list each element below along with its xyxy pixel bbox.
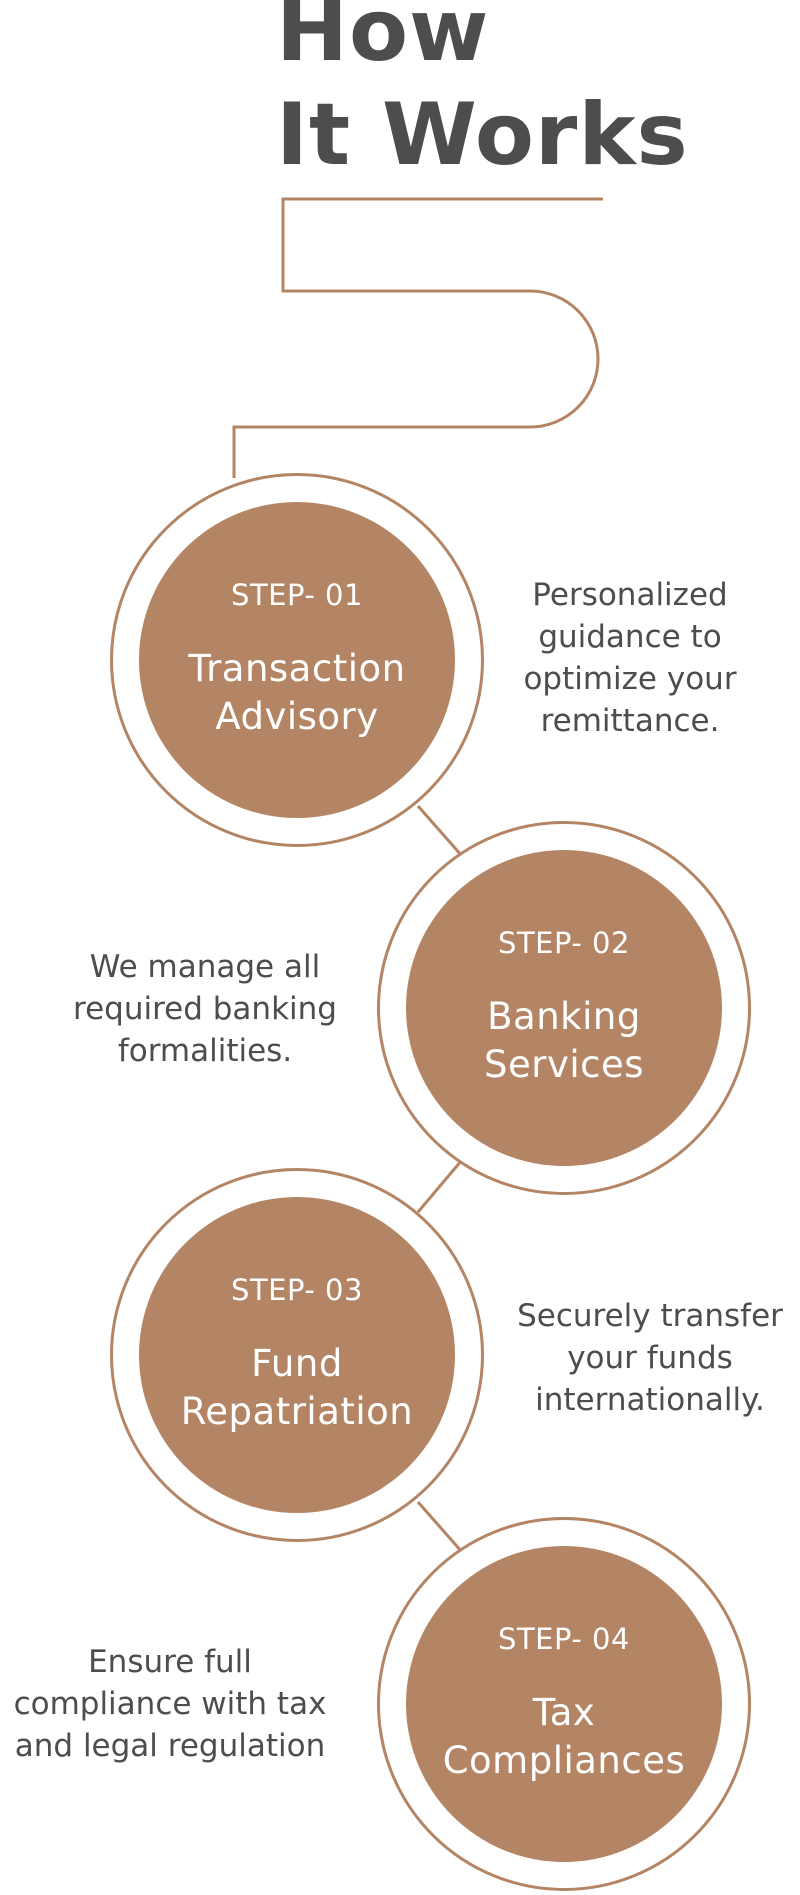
step-title-line: Compliances bbox=[442, 1739, 686, 1782]
description-line: internationally. bbox=[535, 1382, 765, 1418]
step-title: Banking Services bbox=[406, 993, 722, 1089]
step-number: STEP- 03 bbox=[231, 1273, 363, 1307]
description-line: your funds bbox=[567, 1340, 733, 1376]
step-description-3: Securely transfer your funds internation… bbox=[490, 1295, 800, 1421]
description-line: We manage all bbox=[89, 949, 321, 985]
step-title-line: Services bbox=[483, 1043, 645, 1086]
step-title-line: Fund bbox=[251, 1342, 343, 1385]
description-line: formalities. bbox=[117, 1033, 293, 1069]
step-title: Fund Repatriation bbox=[139, 1340, 455, 1436]
timeline-path bbox=[232, 197, 603, 478]
description-line: guidance to bbox=[538, 619, 722, 655]
description-line: optimize your bbox=[523, 661, 737, 697]
step-badge-4: STEP- 04 Tax Compliances bbox=[406, 1546, 722, 1862]
page-title-line-1: How bbox=[276, 0, 490, 81]
step-badge-1: STEP- 01 Transaction Advisory bbox=[139, 502, 455, 818]
step-circle-3: STEP- 03 Fund Repatriation bbox=[110, 1168, 484, 1542]
step-title: Transaction Advisory bbox=[139, 645, 455, 741]
step-circle-1: STEP- 01 Transaction Advisory bbox=[110, 473, 484, 847]
step-description-4: Ensure full compliance with tax and lega… bbox=[10, 1641, 330, 1767]
step-title-line: Advisory bbox=[215, 695, 379, 738]
connector-line-3-4 bbox=[416, 1501, 464, 1553]
connector-line-2-3 bbox=[416, 1159, 464, 1213]
step-title: Tax Compliances bbox=[406, 1689, 722, 1785]
description-line: Securely transfer bbox=[517, 1298, 783, 1334]
step-number: STEP- 01 bbox=[231, 578, 363, 612]
step-circle-4: STEP- 04 Tax Compliances bbox=[377, 1517, 751, 1891]
connector-line-1-2 bbox=[416, 805, 464, 857]
page-title-line-2: It Works bbox=[276, 85, 689, 185]
description-line: required banking bbox=[73, 991, 337, 1027]
step-description-2: We manage all required banking formaliti… bbox=[45, 946, 365, 1072]
step-title-line: Tax bbox=[532, 1691, 596, 1734]
step-circle-2: STEP- 02 Banking Services bbox=[377, 821, 751, 1195]
description-line: and legal regulation bbox=[14, 1728, 326, 1764]
step-description-1: Personalized guidance to optimize your r… bbox=[470, 574, 790, 742]
description-line: compliance with tax bbox=[13, 1686, 327, 1722]
step-title-line: Banking bbox=[487, 995, 641, 1038]
step-number: STEP- 02 bbox=[498, 926, 630, 960]
step-badge-3: STEP- 03 Fund Repatriation bbox=[139, 1197, 455, 1513]
step-badge-2: STEP- 02 Banking Services bbox=[406, 850, 722, 1166]
step-title-line: Repatriation bbox=[180, 1390, 414, 1433]
description-line: remittance. bbox=[540, 703, 720, 739]
step-title-line: Transaction bbox=[188, 647, 406, 690]
description-line: Ensure full bbox=[88, 1644, 252, 1680]
description-line: Personalized bbox=[532, 577, 728, 613]
step-number: STEP- 04 bbox=[498, 1622, 630, 1656]
